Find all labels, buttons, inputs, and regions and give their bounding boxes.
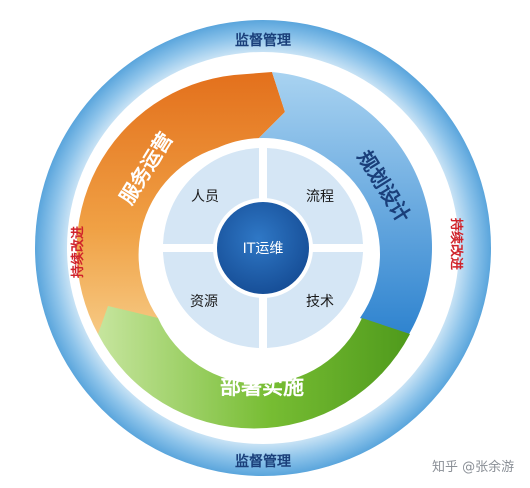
ring-left-label: 持续改进 <box>70 226 86 278</box>
orange-arrow-segment <box>76 72 285 334</box>
ring-right-label: 持续改进 <box>448 218 464 270</box>
ring-bottom-label: 监督管理 <box>235 453 291 470</box>
blue-arrow-segment <box>254 72 433 336</box>
quadrant-top-left-label: 人员 <box>191 189 219 205</box>
ring-top-label: 监督管理 <box>235 32 291 49</box>
center-circle <box>217 202 309 294</box>
center-label: IT运维 <box>243 241 284 257</box>
segment-bottom-label: 部署实施 <box>220 375 304 399</box>
quadrant-bottom-left-label: 资源 <box>190 294 218 310</box>
quadrant-top-right-label: 流程 <box>306 189 334 205</box>
quadrant-bottom-right-label: 技术 <box>306 294 334 310</box>
watermark: 知乎 @张余游 <box>432 460 515 475</box>
green-arrow-segment <box>98 306 410 429</box>
